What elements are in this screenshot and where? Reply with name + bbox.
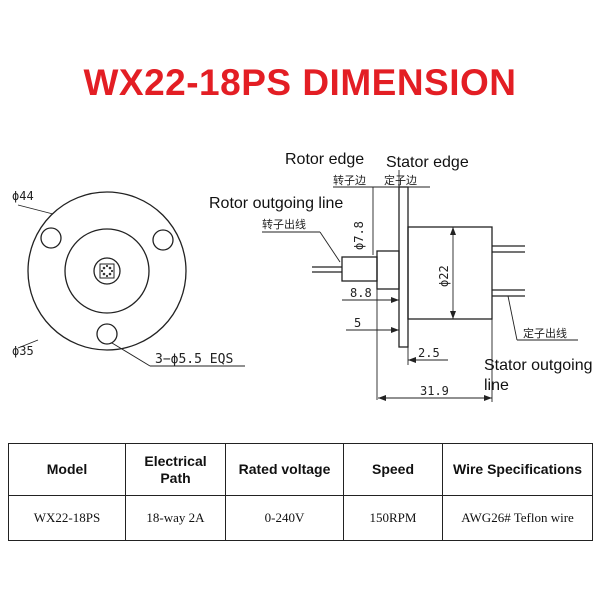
total-length-label: 31.9 bbox=[420, 384, 449, 398]
mount-hole bbox=[96, 323, 118, 345]
rotor-step bbox=[376, 250, 400, 290]
flange bbox=[398, 186, 409, 348]
holes-label: 3−ϕ5.5 EQS bbox=[155, 352, 233, 367]
header-cell: Wire Specifications bbox=[442, 443, 593, 496]
header-cell: Electrical Path bbox=[125, 443, 226, 496]
rotor-edge-label: Rotor edge bbox=[285, 151, 364, 168]
outer-diameter-label: ϕ44 bbox=[12, 189, 34, 203]
table-cell: AWG26# Teflon wire bbox=[442, 495, 593, 541]
mount-hole bbox=[152, 229, 174, 251]
body-circle bbox=[64, 228, 150, 314]
table-cell: 150RPM bbox=[343, 495, 443, 541]
stator-body bbox=[407, 226, 493, 320]
stator-edge-label: Stator edge bbox=[386, 154, 469, 171]
table-cell: 18-way 2A bbox=[125, 495, 226, 541]
leader-line bbox=[111, 342, 151, 367]
rotor-edge-cn-label: 转子边 bbox=[333, 173, 366, 187]
rotor-circle bbox=[93, 257, 121, 285]
rotor-outgoing-label: Rotor outgoing line bbox=[209, 195, 343, 212]
stator-outgoing-label-line2: line bbox=[484, 377, 509, 394]
side-view bbox=[312, 186, 525, 348]
table-cell: 0-240V bbox=[225, 495, 344, 541]
mount-hole bbox=[40, 227, 62, 249]
stator-outgoing-cn-label: 定子出线 bbox=[523, 326, 567, 340]
front-view bbox=[17, 191, 245, 367]
dimension-arrows bbox=[378, 227, 492, 401]
leader-line bbox=[17, 204, 54, 215]
rotor-diameter-label: ϕ7.8 bbox=[352, 221, 366, 250]
header-cell: Speed bbox=[343, 443, 443, 496]
table-row: WX22-18PS 18-way 2A 0-240V 150RPM AWG26#… bbox=[8, 495, 593, 541]
stator-edge-cn-label: 定子边 bbox=[384, 173, 417, 187]
rotor-length-label: 8.8 bbox=[350, 286, 372, 300]
flange-thickness-label: 2.5 bbox=[418, 346, 440, 360]
table-header-row: Model Electrical Path Rated voltage Spee… bbox=[8, 443, 593, 496]
bolt-circle-label: ϕ35 bbox=[12, 344, 34, 358]
table-cell: WX22-18PS bbox=[8, 495, 126, 541]
body-diameter-label: ϕ22 bbox=[437, 265, 451, 287]
dimension-drawing: ϕ44 ϕ35 3−ϕ5.5 EQS bbox=[12, 151, 593, 402]
header-cell: Rated voltage bbox=[225, 443, 344, 496]
page-title: WX22-18PS DIMENSION bbox=[83, 62, 517, 103]
shaft-dimension-label: 5 bbox=[354, 316, 361, 330]
spec-table: Model Electrical Path Rated voltage Spee… bbox=[8, 443, 593, 541]
rotor-outgoing-cn-label: 转子出线 bbox=[262, 217, 306, 231]
connector-pins bbox=[100, 264, 114, 278]
header-cell: Model bbox=[8, 443, 126, 496]
rotor-boss bbox=[341, 256, 378, 282]
side-dimensions bbox=[262, 170, 578, 402]
flange-outline bbox=[27, 191, 187, 351]
leader-line bbox=[17, 339, 39, 349]
stator-outgoing-label: Stator outgoing bbox=[484, 357, 593, 374]
connector-core bbox=[99, 263, 115, 279]
